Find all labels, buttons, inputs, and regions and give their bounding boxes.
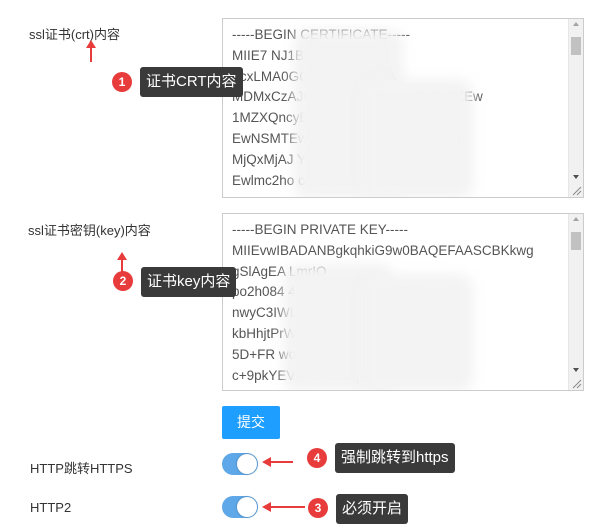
crt-scrollbar[interactable]	[568, 19, 583, 197]
scroll-up-icon[interactable]	[573, 217, 579, 221]
annotation-tooltip-4: 强制跳转到https	[335, 443, 455, 473]
http2-toggle[interactable]	[222, 496, 258, 518]
arrow-left-icon	[262, 502, 305, 512]
arrow-up-icon	[86, 40, 96, 62]
crt-textarea[interactable]: -----BEGIN CERTIFICATE----- MIIE7 NJ1Bbw…	[222, 18, 584, 198]
submit-button[interactable]: 提交	[222, 406, 280, 439]
scroll-down-icon[interactable]	[573, 175, 579, 179]
crt-label: ssl证书(crt)内容	[29, 27, 120, 42]
http2-label: HTTP2	[30, 500, 72, 515]
scroll-thumb[interactable]	[571, 37, 581, 55]
scroll-up-icon[interactable]	[573, 22, 579, 26]
annotation-badge-3: 3	[308, 498, 328, 518]
key-scrollbar[interactable]	[568, 214, 583, 390]
redaction-blur	[363, 79, 473, 197]
annotation-tooltip-1: 证书CRT内容	[140, 67, 243, 97]
https-redirect-toggle[interactable]	[222, 453, 258, 475]
resize-handle-icon[interactable]	[571, 378, 582, 389]
scroll-thumb[interactable]	[571, 232, 581, 250]
annotation-badge-1: 1	[112, 72, 132, 92]
annotation-tooltip-2: 证书key内容	[141, 267, 237, 297]
toggle-knob	[237, 497, 257, 517]
arrow-left-icon	[262, 457, 293, 467]
scroll-down-icon[interactable]	[573, 368, 579, 372]
key-textarea[interactable]: -----BEGIN PRIVATE KEY----- MIIEvwIBADAN…	[222, 213, 584, 391]
annotation-badge-4: 4	[307, 448, 327, 468]
key-label: ssl证书密钥(key)内容	[28, 223, 151, 238]
toggle-knob	[237, 454, 257, 474]
https-redirect-label: HTTP跳转HTTPS	[30, 461, 133, 476]
resize-handle-icon[interactable]	[571, 185, 582, 196]
annotation-tooltip-3: 必须开启	[336, 494, 409, 524]
redaction-blur	[363, 274, 473, 390]
annotation-badge-2: 2	[113, 271, 133, 291]
